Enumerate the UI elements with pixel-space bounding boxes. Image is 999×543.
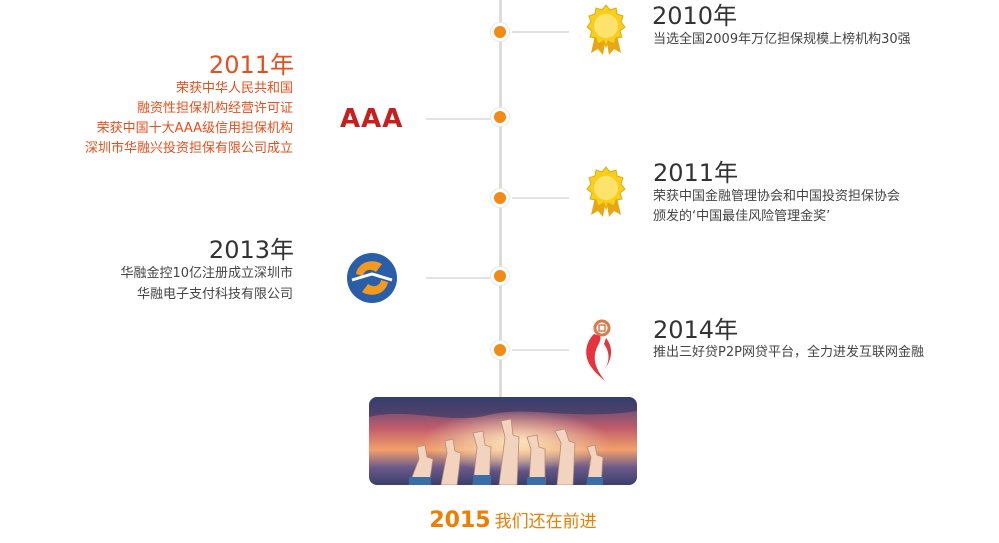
entry-2011-left-line-3: 荣获中国十大AAA级信用担保机构 bbox=[96, 121, 293, 136]
timeline-connector-2013 bbox=[426, 277, 491, 279]
medal-icon bbox=[586, 166, 626, 217]
entry-2013-line-1: 华融金控10亿注册成立深圳市 bbox=[120, 266, 293, 281]
aaa-badge: AAA bbox=[340, 104, 404, 134]
timeline-connector-2011-left bbox=[426, 118, 491, 120]
entry-2010-year: 2010年 bbox=[652, 2, 738, 30]
timeline-connector-2010 bbox=[512, 31, 569, 33]
timeline-dot-2011-right bbox=[491, 189, 509, 207]
platform-logo-icon bbox=[586, 319, 612, 382]
entry-2011-right-year: 2011年 bbox=[653, 159, 739, 187]
entry-2011-left-line-1: 荣获中华人民共和国 bbox=[175, 81, 293, 96]
timeline-dot-2011-left bbox=[491, 108, 509, 126]
company-logo-icon bbox=[347, 253, 397, 303]
entry-2010-desc: 当选全国2009年万亿担保规模上榜机构30强 bbox=[653, 32, 911, 47]
timeline-dot-2014 bbox=[491, 341, 509, 359]
entry-2011-left-line-2: 融资性担保机构经营许可证 bbox=[136, 101, 293, 116]
timeline-dot-2010 bbox=[491, 23, 509, 41]
timeline-connector-2011-right bbox=[512, 197, 569, 199]
entry-2014-desc: 推出三好贷P2P网贷平台，全力进发互联网金融 bbox=[653, 345, 924, 360]
timeline-connector-2014 bbox=[512, 349, 569, 351]
timeline-dot-2013 bbox=[491, 267, 509, 285]
final-year: 2015 bbox=[429, 508, 491, 533]
entry-2011-left-line-4: 深圳市华融兴投资担保有限公司成立 bbox=[84, 141, 293, 156]
entry-2011-left-year: 2011年 bbox=[208, 51, 294, 79]
teamwork-photo bbox=[369, 397, 637, 485]
medal-icon bbox=[586, 4, 626, 55]
entry-2013-year: 2013年 bbox=[208, 236, 294, 264]
entry-2011-right-line-2: 颁发的‘中国最佳风险管理金奖’ bbox=[653, 209, 831, 224]
final-text: 我们还在前进 bbox=[494, 512, 597, 532]
entry-2013-line-2: 华融电子支付科技有限公司 bbox=[136, 287, 293, 302]
entry-2014-year: 2014年 bbox=[653, 316, 739, 344]
entry-2011-right-line-1: 荣获中国金融管理协会和中国投资担保协会 bbox=[653, 189, 901, 204]
